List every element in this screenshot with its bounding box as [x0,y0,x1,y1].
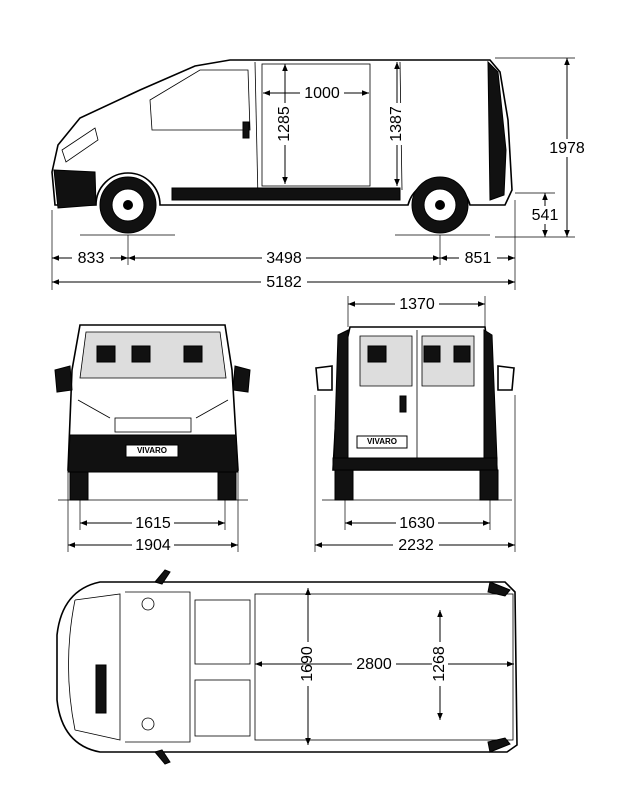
mirror-left [54,365,73,393]
headlight [61,127,99,163]
front-overhang-label: 833 [78,250,105,267]
front-tyre-right [217,471,237,501]
front-view: VIVARO 1615 1904 [54,324,251,554]
front-bumper [53,169,97,209]
b-pillar [254,61,259,201]
overall-height-label: 1978 [549,140,585,157]
overall-length-label: 5182 [266,274,302,291]
seat [183,345,203,363]
rear-light [487,581,511,753]
cargo-area [254,593,514,741]
front-badge-text: VIVARO [137,446,167,455]
rear-bumper [332,457,498,471]
windscreen [79,331,227,379]
rear-track-label: 1630 [399,515,435,532]
width-between-arches-label: 1268 [431,646,448,682]
seat-row [194,679,251,737]
front-grille [114,417,192,433]
van-top-body [56,581,518,753]
side-door-width-label: 1000 [304,85,340,102]
rear-tyre-left [334,469,354,501]
sliding-door [261,63,371,187]
bonnet [68,593,121,741]
front-wheel [99,176,157,234]
side-door-height-label: 1285 [276,106,293,142]
mirror-left [315,365,333,391]
mirror-right [232,365,251,393]
mirror-bottom [154,749,171,765]
rear-light [487,60,507,201]
top-view: 1690 2800 1268 [56,569,518,765]
rear-view: VIVARO 1370 1630 2232 [314,295,516,554]
front-track-label: 1615 [135,515,171,532]
rear-door-handle [399,395,407,413]
mirror-top [154,569,171,585]
side-view: 833 3498 851 5182 1978 541 1000 1285 138… [51,57,589,291]
side-rubbing-strip [171,187,401,201]
interior-height-label: 1387 [388,106,405,142]
rear-badge [356,435,408,449]
rear-overhang-label: 851 [465,250,492,267]
seat [96,345,116,363]
front-tyre-left [69,471,89,501]
seat [131,345,151,363]
front-badge [125,444,179,458]
width-with-mirrors-label: 2232 [398,537,434,554]
door-handle [242,121,250,139]
side-window [149,69,251,131]
rear-badge-text: VIVARO [367,437,397,446]
wheelbase-label: 3498 [266,250,302,267]
seat-row [194,599,251,665]
windscreen-wiper [95,664,107,714]
cab-roof [125,591,191,743]
overall-width-label: 1904 [135,537,171,554]
rear-wheel [411,176,469,234]
load-sill-height-label: 541 [532,207,559,224]
rear-door-width-label: 1370 [399,296,435,313]
load-length-label: 2800 [356,656,392,673]
rear-tyre-right [479,469,499,501]
mirror-right [497,365,515,391]
